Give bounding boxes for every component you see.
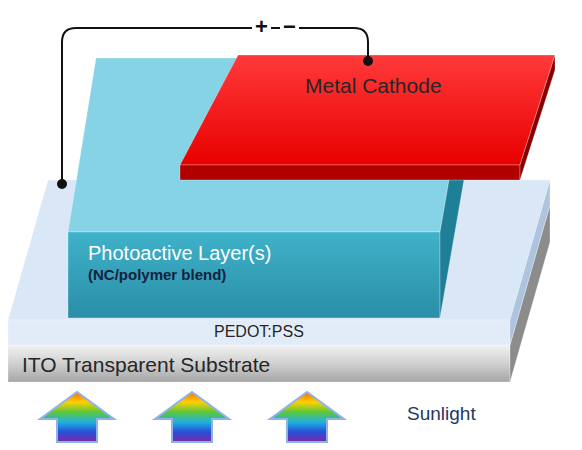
wire-terminal — [363, 56, 373, 66]
layer-face — [180, 165, 520, 180]
layer-outline — [180, 55, 556, 181]
layer-sublabel: (NC/polymer blend) — [88, 266, 226, 283]
wire-terminal — [57, 179, 67, 189]
layer-label: Photoactive Layer(s) — [88, 242, 271, 265]
polarity-plus: + — [252, 15, 271, 39]
layer-label: PEDOT:PSS — [214, 323, 304, 341]
circuit-wire — [57, 28, 373, 189]
layer-face — [8, 345, 510, 382]
layer-face — [180, 55, 555, 165]
layer-face — [8, 320, 510, 345]
sun-arrow — [270, 392, 344, 442]
layer-label: Metal Cathode — [305, 74, 442, 98]
sunlight-label: Sunlight — [404, 404, 479, 425]
layer-face — [510, 180, 550, 345]
polarity-minus: − — [280, 15, 299, 39]
sun-arrow — [155, 392, 229, 442]
layer-face — [68, 232, 440, 318]
cathode-slab: Metal Cathode — [180, 55, 556, 181]
layer-label: ITO Transparent Substrate — [22, 353, 270, 377]
sun-arrow — [40, 392, 114, 442]
layer-face — [520, 55, 555, 180]
